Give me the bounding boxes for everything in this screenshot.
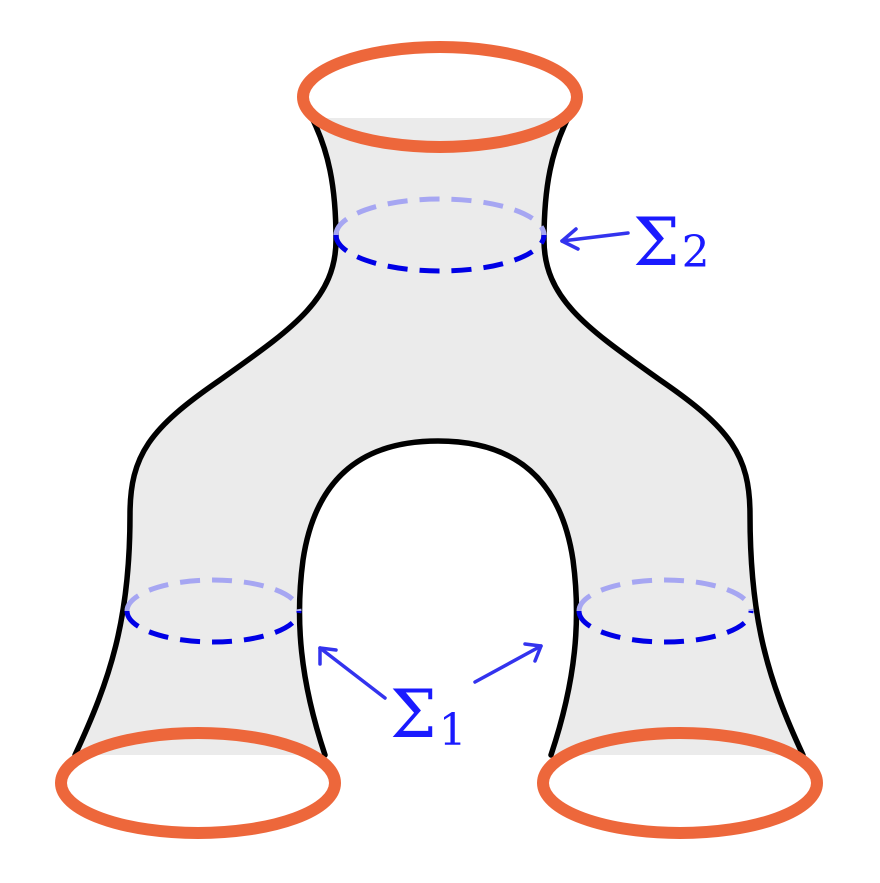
- label-sigma1: Σ1: [390, 676, 467, 756]
- arrow-sigma1-left: [318, 646, 387, 700]
- slice-sigma1-left-front: [124, 610, 302, 645]
- label-sigma2: Σ2: [633, 204, 710, 281]
- slice-sigma1-left-back: [124, 577, 302, 612]
- arrow-sigma2: [560, 227, 630, 251]
- slice-sigma1-right-front: [576, 610, 754, 645]
- slice-sigma1-left: [124, 577, 302, 645]
- boundary-circle-bottom-right: [537, 727, 823, 839]
- surface-outline: [72, 115, 806, 758]
- outer-right-edge: [541, 115, 806, 758]
- slice-sigma1-right-back: [576, 577, 754, 612]
- arrow-sigma1-right: [473, 642, 543, 684]
- arrows: [318, 227, 630, 700]
- inner-arch: [296, 438, 580, 758]
- boundary-circle-bottom-left: [55, 727, 341, 839]
- outer-left-edge: [72, 115, 339, 758]
- boundary-circle-top: [297, 41, 583, 153]
- surface-body: [75, 118, 803, 755]
- boundary-circles: [55, 41, 823, 839]
- slice-sigma1-right: [576, 577, 754, 645]
